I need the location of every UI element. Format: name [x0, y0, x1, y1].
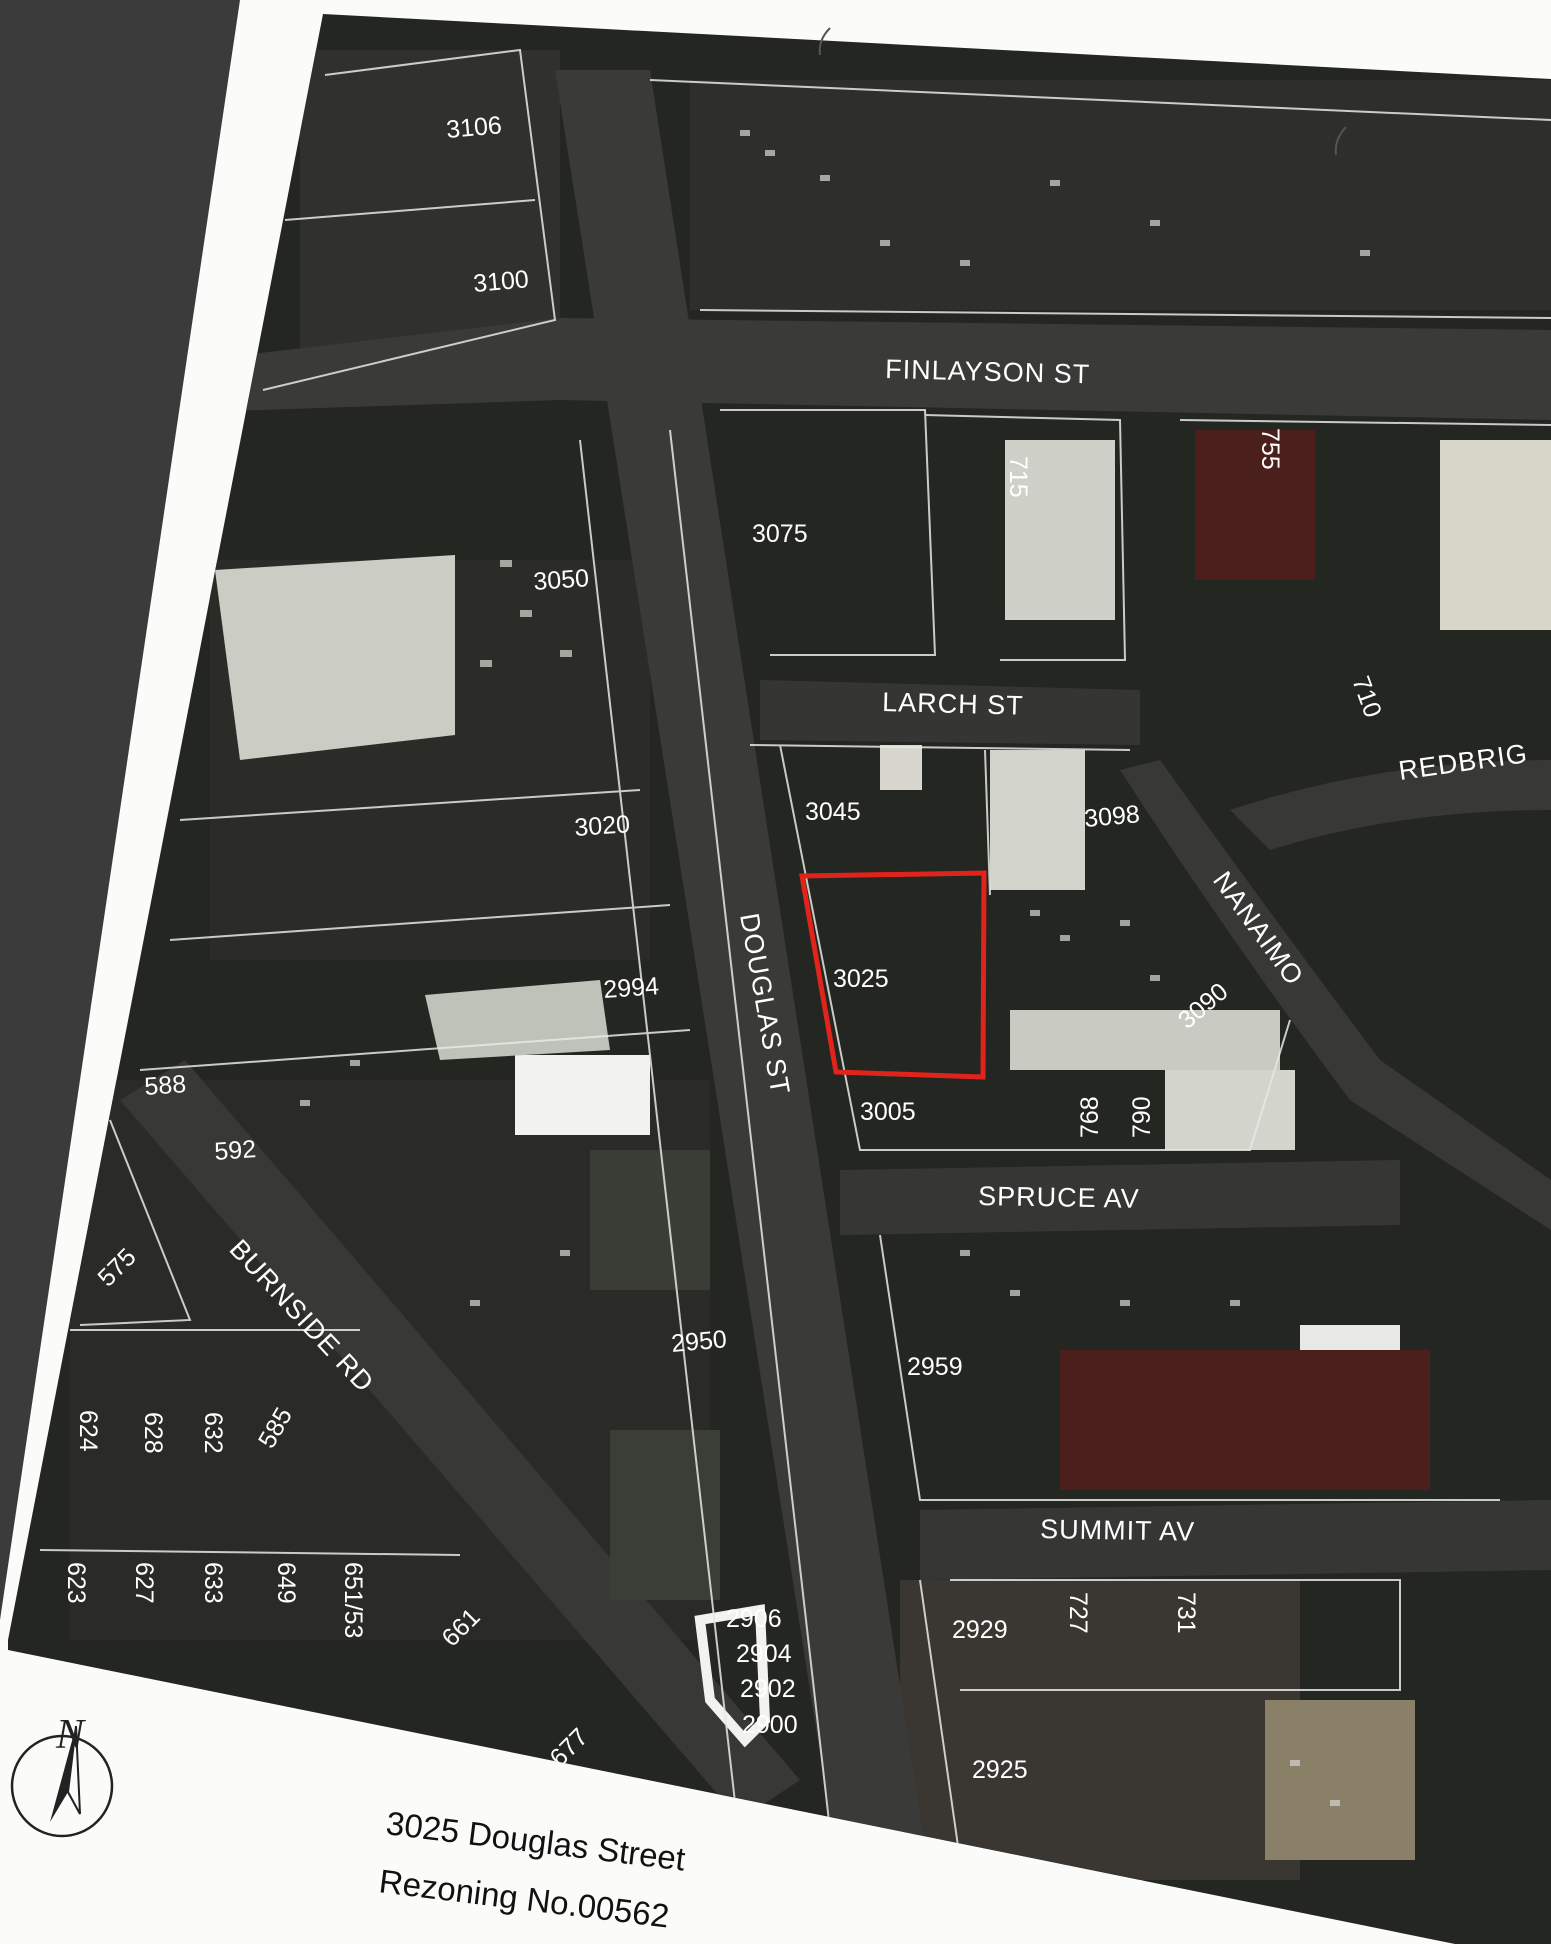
subject-parcel-outline — [799, 870, 987, 1080]
lot-label: 632 — [199, 1412, 227, 1454]
lot-label: 3045 — [805, 798, 861, 826]
lot-label: 2994 — [602, 972, 660, 1004]
north-arrow-circle — [10, 1734, 114, 1838]
lot-label: 731 — [1172, 1592, 1200, 1634]
finlayson-road — [200, 318, 1551, 420]
larch-road — [760, 680, 1140, 745]
north-arrow-needle-light — [66, 1725, 81, 1815]
north-label: N — [55, 1712, 86, 1758]
pencil-mark — [818, 27, 831, 56]
north-arrow-needle — [50, 1726, 76, 1822]
lot-label: 633 — [199, 1562, 227, 1604]
parked-cars — [300, 130, 1370, 1806]
lot-label: 649 — [272, 1562, 300, 1604]
redbridge-road — [1230, 760, 1551, 850]
lot-label: 2959 — [907, 1353, 963, 1381]
douglas-road — [555, 70, 940, 1944]
pencil-mark — [1334, 126, 1347, 156]
lot-label: 2929 — [952, 1616, 1008, 1644]
lot-label: 2906 — [726, 1605, 782, 1633]
street-label-spruce: SPRUCE AV — [978, 1181, 1140, 1214]
lot-label: 627 — [130, 1562, 158, 1604]
lot-label: 3100 — [472, 265, 530, 298]
street-label-summit: SUMMIT AV — [1040, 1514, 1196, 1547]
lot-label: 624 — [74, 1410, 102, 1452]
lot-label: 3098 — [1083, 800, 1141, 833]
summit-road — [920, 1500, 1551, 1580]
lot-label: 651/53 — [339, 1562, 367, 1638]
lot-label: 2904 — [736, 1640, 792, 1668]
lot-label: 3075 — [752, 520, 808, 548]
north-arrow: N — [10, 1712, 114, 1838]
lot-label: 3050 — [532, 564, 589, 596]
lot-label: 588 — [143, 1070, 187, 1101]
lot-label: 727 — [1064, 1592, 1092, 1634]
lot-label: 2902 — [740, 1675, 796, 1703]
parcel-lines — [39, 48, 1551, 1891]
lot-label: 592 — [213, 1135, 257, 1166]
lot-label: 2925 — [972, 1756, 1028, 1784]
lot-label: 3025 — [833, 965, 889, 993]
street-label-larch: LARCH ST — [882, 687, 1024, 721]
lot-label: 628 — [139, 1412, 167, 1454]
lot-label: 2950 — [670, 1325, 728, 1358]
lot-label: 2900 — [742, 1711, 798, 1739]
burnside-road — [120, 1060, 800, 1820]
nanaimo-road — [1120, 760, 1551, 1230]
street-label-finlayson: FINLAYSON ST — [885, 354, 1091, 389]
lot-label: 3020 — [573, 810, 630, 842]
lot-label: 768 — [1076, 1096, 1104, 1138]
lot-label: 715 — [1004, 456, 1032, 498]
lot-label: 3106 — [445, 111, 503, 144]
lot-label: 623 — [62, 1562, 90, 1604]
lot-label: 755 — [1256, 428, 1284, 470]
spruce-road — [840, 1160, 1400, 1235]
lot-label: 3005 — [860, 1098, 916, 1126]
lot-label: 790 — [1128, 1096, 1156, 1138]
